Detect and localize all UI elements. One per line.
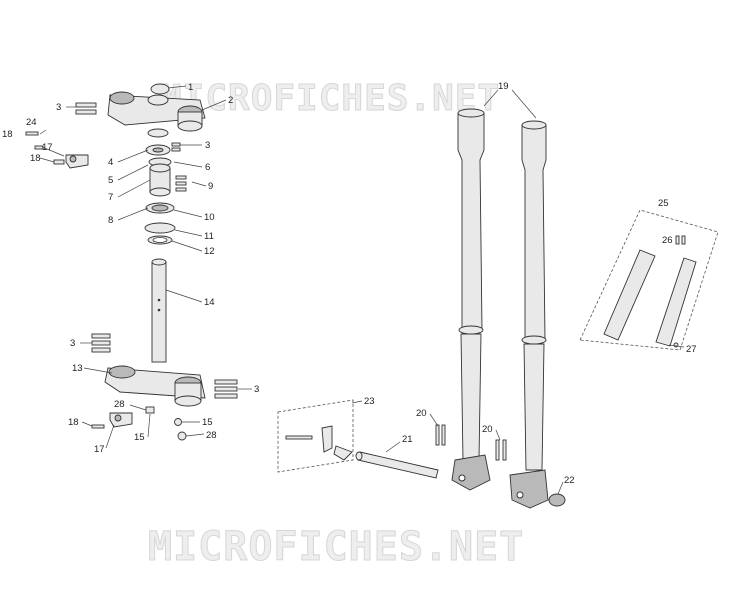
callout-17-upper: 17 <box>42 142 53 153</box>
axle-nut-22 <box>548 493 566 507</box>
callout-3-upper-right: 3 <box>205 140 210 151</box>
callout-27: 27 <box>686 344 697 355</box>
callout-3-upper-left: 3 <box>56 102 61 113</box>
front-axle <box>355 451 439 479</box>
fork-guards-kit <box>579 209 719 351</box>
callout-15-left: 15 <box>134 432 145 443</box>
callout-18-a: 18 <box>2 129 13 140</box>
callout-20-left: 20 <box>416 408 427 419</box>
callout-labels: 1 2 3 3 3 3 4 5 6 7 8 9 10 11 12 13 14 1… <box>2 81 697 486</box>
cable-guide-lower <box>91 406 187 441</box>
callout-22: 22 <box>564 475 575 486</box>
callout-28-right: 28 <box>206 430 217 441</box>
callout-25: 25 <box>658 198 669 209</box>
callout-15-right: 15 <box>202 417 213 428</box>
leader-lines <box>39 85 685 495</box>
callout-1: 1 <box>188 82 193 93</box>
steering-stem-stack <box>144 128 187 245</box>
callout-6: 6 <box>205 162 210 173</box>
callout-12: 12 <box>204 246 215 257</box>
callout-26: 26 <box>662 235 673 246</box>
callout-21: 21 <box>402 434 413 445</box>
axle-puller-kit <box>277 399 354 473</box>
cable-guide-upper <box>25 131 89 169</box>
callout-10: 10 <box>204 212 215 223</box>
fork-bolts-20 <box>435 424 507 461</box>
callout-24: 24 <box>26 117 37 128</box>
callout-28-left: 28 <box>114 399 125 410</box>
callout-13: 13 <box>72 363 83 374</box>
callout-7: 7 <box>108 192 113 203</box>
callout-18-b: 18 <box>30 153 41 164</box>
callout-19: 19 <box>498 81 509 92</box>
callout-9: 9 <box>208 181 213 192</box>
callout-17-lower: 17 <box>94 444 105 455</box>
callout-23: 23 <box>364 396 375 407</box>
upper-triple-clamp <box>75 83 206 132</box>
callout-8: 8 <box>108 215 113 226</box>
fork-leg-right <box>509 120 549 509</box>
callout-4: 4 <box>108 157 113 168</box>
callout-20-right: 20 <box>482 424 493 435</box>
callout-3-lower-left: 3 <box>70 338 75 349</box>
steering-tube <box>151 258 167 363</box>
callout-11: 11 <box>204 231 214 242</box>
callout-18-c: 18 <box>68 417 79 428</box>
callout-3-lower-right: 3 <box>254 384 259 395</box>
watermark-top: MICROFICHES.NET <box>160 78 500 119</box>
callout-5: 5 <box>108 175 113 186</box>
callout-14: 14 <box>204 297 215 308</box>
fork-leg-left <box>451 108 491 491</box>
lower-triple-clamp <box>91 333 238 407</box>
callout-2: 2 <box>228 95 233 106</box>
watermark-bottom: MICROFICHES.NET <box>148 524 524 570</box>
